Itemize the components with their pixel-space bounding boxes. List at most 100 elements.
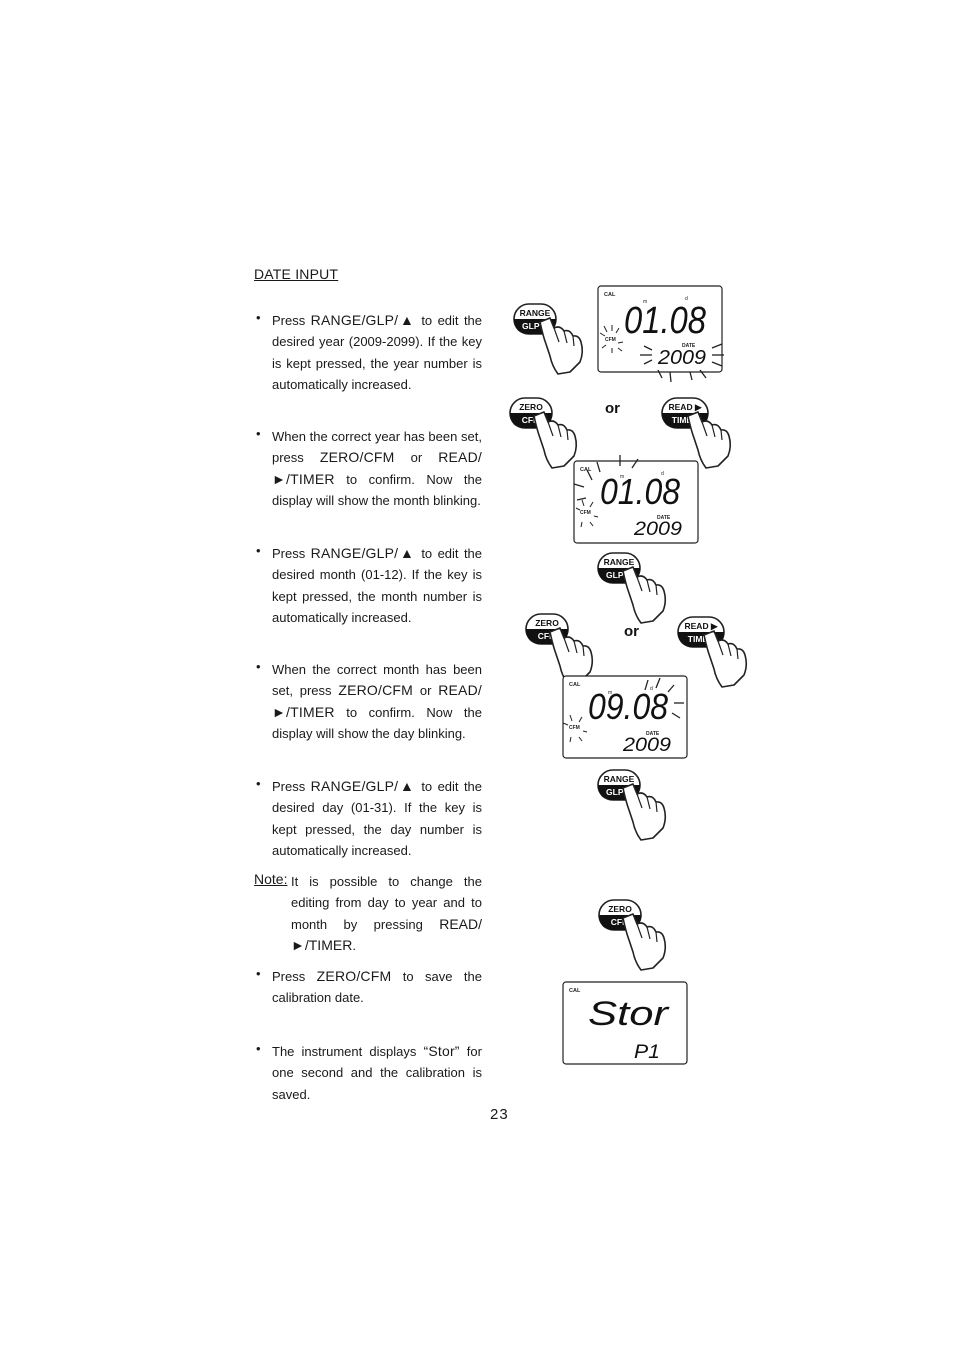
key-name: “Stor” (423, 1043, 460, 1059)
lcd-year-digits: 2009 (633, 519, 683, 540)
lcd-year-digits: 2009 (657, 347, 706, 369)
month-indicator: m (620, 474, 624, 480)
bullet: • (256, 659, 261, 674)
month-indicator: m (643, 299, 647, 305)
range-glp-button: RANGE GLP▲ (597, 552, 667, 624)
lcd-display-1: CAL m d 01.08 CFM DATE 2009 (597, 285, 724, 383)
text: to edit the desired day (01-31). If the … (272, 779, 483, 858)
hand-pointer-icon (622, 913, 667, 971)
button-label: CFM (538, 631, 556, 641)
zero-cfm-button: ZERO CFM (509, 397, 578, 469)
text: Note (254, 871, 284, 887)
text: to confirm. Now the display will show th… (272, 471, 482, 508)
text: . (352, 937, 356, 953)
hand-pointer-icon (622, 783, 667, 841)
button-label: RANGE (604, 557, 635, 567)
text: When the correct month has been set, pre… (272, 662, 482, 699)
lcd-main-digits: 09.08 (588, 686, 668, 727)
date-indicator: DATE (682, 343, 696, 349)
button-label: CFM (611, 917, 629, 927)
key-name: ZERO/CFM (319, 449, 395, 466)
hand-pointer-icon (622, 566, 667, 624)
lcd-display-2: CAL m d 01.08 CFM DATE 2009 (573, 455, 699, 544)
text: to save the calibration date. (272, 969, 482, 1006)
key-name: READ/►/TIMER (272, 682, 482, 720)
bullet: • (256, 966, 261, 981)
text: or (394, 450, 439, 466)
paragraph-save: Press ZERO/CFM to save the calibration d… (272, 966, 482, 1009)
page-number: 23 (490, 1106, 509, 1123)
button-label: ZERO (535, 618, 559, 628)
paragraph-stor: The instrument displays “Stor” for one s… (272, 1041, 482, 1105)
blink-rays-icon (573, 455, 639, 501)
hand-pointer-icon (533, 411, 578, 469)
text: for one second and the calibration is sa… (272, 1044, 482, 1102)
hand-pointer-icon (687, 411, 732, 469)
bullet: • (256, 543, 261, 558)
section-heading: DATE INPUT (254, 266, 339, 282)
paragraph-confirm-month: When the correct month has been set, pre… (272, 659, 482, 744)
bullet: • (256, 426, 261, 441)
date-indicator: DATE (646, 731, 660, 737)
button-label: RANGE (604, 774, 635, 784)
bullet: • (256, 776, 261, 791)
lcd-main-digits: 01.08 (600, 471, 680, 512)
key-name: ZERO/CFM (338, 682, 414, 699)
or-label: or (624, 623, 639, 640)
key-name: ZERO/CFM (316, 968, 392, 984)
bullet: • (256, 1041, 261, 1056)
button-label: GLP▲ (606, 787, 632, 797)
key-name: RANGE/GLP/▲ (310, 778, 416, 794)
note-text: It is possible to change the editing fro… (291, 871, 482, 956)
hand-pointer-icon (539, 317, 584, 375)
day-indicator: d (650, 686, 653, 692)
text: Press (272, 546, 311, 561)
read-timer-button: READ ▶ TIMER (661, 397, 732, 469)
button-label: GLP▲ (606, 570, 632, 580)
cfm-blink-rays-icon (575, 499, 599, 528)
button-label: ZERO (608, 904, 632, 914)
text: or (413, 683, 439, 699)
day-indicator: d (685, 296, 688, 302)
zero-cfm-button: ZERO CFM (598, 899, 667, 971)
text: to confirm. Now the display will show th… (272, 704, 482, 741)
cfm-indicator: CFM (605, 337, 616, 343)
cal-indicator: CAL (569, 988, 581, 994)
day-indicator: d (661, 471, 664, 477)
lcd-sub-digits: P1 (634, 1042, 660, 1063)
month-indicator: m (608, 690, 612, 696)
text: The instrument displays (272, 1044, 424, 1059)
range-glp-button: RANGE GLP▲ (597, 769, 667, 841)
button-label: TIMER (688, 634, 714, 644)
date-indicator: DATE (657, 515, 671, 521)
text: Press (272, 313, 311, 328)
key-name: READ/►/TIMER (272, 449, 482, 487)
text: It is possible to change the editing fro… (291, 874, 482, 932)
key-name: READ/►/TIMER (291, 915, 482, 953)
range-glp-button: RANGE GLP▲ (513, 303, 584, 375)
lcd-main-digits: 01.08 (624, 300, 706, 342)
button-label: GLP▲ (522, 321, 548, 331)
lcd-display-4: CAL Stor P1 (562, 981, 688, 1065)
button-label: READ ▶ (685, 621, 719, 631)
button-label: CFM (522, 415, 540, 425)
text: Press (272, 969, 317, 984)
lcd-year-digits: 2009 (622, 735, 672, 756)
key-name: RANGE/GLP/▲ (310, 545, 416, 561)
blink-rays-icon (640, 343, 724, 383)
paragraph-day: Press RANGE/GLP/▲ to edit the desired da… (272, 776, 482, 861)
lcd-main-digits: Stor (588, 995, 670, 1033)
or-label: or (605, 400, 620, 417)
text: to edit the desired year (2009-2099). If… (272, 313, 483, 392)
text: Press (272, 779, 311, 794)
cfm-indicator: CFM (569, 725, 580, 731)
paragraph-month: Press RANGE/GLP/▲ to edit the desired mo… (272, 543, 482, 628)
cfm-blink-rays-icon (562, 714, 588, 743)
text: to edit the desired month (01-12). If th… (272, 546, 483, 625)
key-name: RANGE/GLP/▲ (310, 312, 416, 328)
blink-rays-icon (644, 677, 684, 719)
button-label: TIMER (672, 415, 698, 425)
cfm-indicator: CFM (580, 510, 591, 516)
button-label: READ ▶ (669, 402, 703, 412)
